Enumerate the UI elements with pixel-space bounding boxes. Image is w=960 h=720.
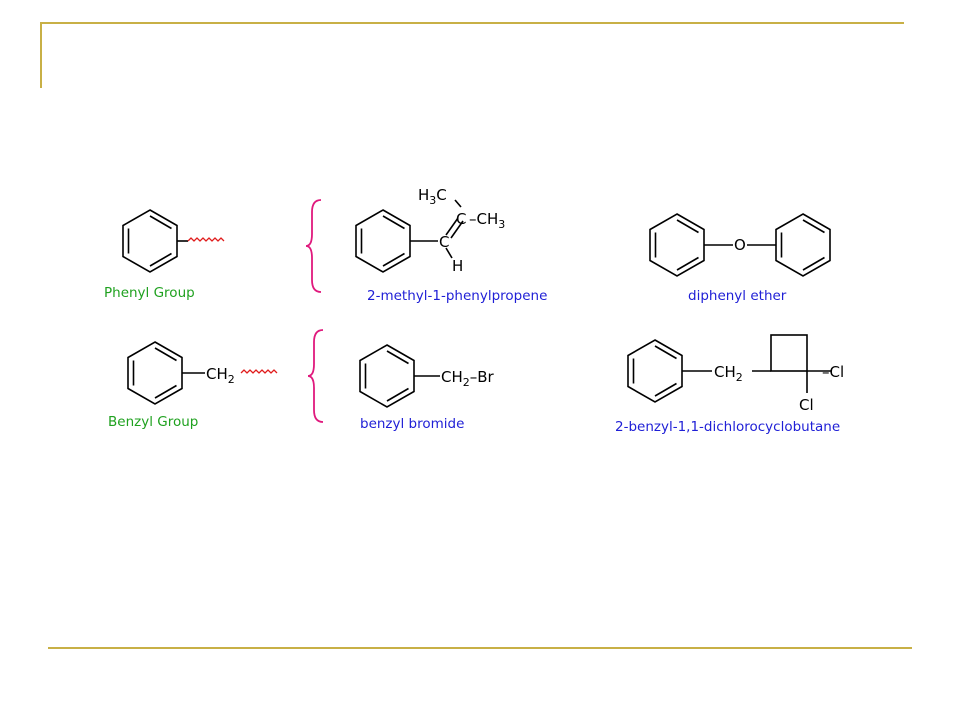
atom-h3c: H3C <box>418 186 447 207</box>
atom-c2: C <box>439 233 449 251</box>
attachment-wavy-bond <box>187 237 225 242</box>
atom-cl-2: Cl <box>799 396 814 414</box>
diphenyl-ether-structure: O diphenyl ether <box>649 213 831 304</box>
benzene-ring <box>122 209 178 273</box>
double-bond-a <box>445 217 459 236</box>
bond <box>445 247 453 259</box>
frame-bottom-line <box>48 647 912 649</box>
atom-o: O <box>734 236 746 254</box>
benzene-ring-left <box>649 213 705 277</box>
frame-left-line <box>40 22 42 88</box>
frame-top-line <box>40 22 904 24</box>
atom-ch2: CH2 <box>206 365 235 386</box>
atom-h: H <box>452 257 463 275</box>
phenyl-group: Phenyl Group <box>104 209 225 301</box>
atom-ch2: CH2–Br <box>441 368 495 389</box>
atom-ch2: CH2 <box>714 363 743 384</box>
benzene-ring <box>627 339 683 403</box>
benzene-ring-right <box>775 213 831 277</box>
benzene-ring <box>359 344 415 408</box>
methylphenylpropene-structure: H3C C –CH3 C H 2-methyl-1-phenylpropene <box>355 186 547 304</box>
bond <box>454 199 462 208</box>
atom-cl-1: –Cl <box>822 363 844 381</box>
atom-ch3: –CH3 <box>469 210 505 231</box>
benzyl-group: CH2 Benzyl Group <box>108 341 278 430</box>
attachment-wavy-bond <box>240 369 278 374</box>
benzyl-dichlorocyclobutane-label: 2-benzyl-1,1-dichlorocyclobutane <box>615 419 840 435</box>
benzyl-dichlorocyclobutane-structure: CH2 –Cl Cl 2-benzyl-1,1-dichlorocyclobut… <box>615 334 844 435</box>
atom-c1: C <box>456 210 466 228</box>
bracket-phenyl <box>305 199 322 293</box>
benzyl-bromide-label: benzyl bromide <box>360 416 464 432</box>
benzene-ring <box>355 209 411 273</box>
phenyl-group-label: Phenyl Group <box>104 285 195 301</box>
cyclobutane-ring <box>770 334 808 372</box>
benzyl-bromide-structure: CH2–Br benzyl bromide <box>359 344 495 432</box>
benzene-ring <box>127 341 183 405</box>
benzyl-group-label: Benzyl Group <box>108 414 198 430</box>
bracket-benzyl <box>307 329 324 423</box>
methylphenylpropene-label: 2-methyl-1-phenylpropene <box>367 288 547 304</box>
double-bond-b <box>450 220 464 239</box>
diphenyl-ether-label: diphenyl ether <box>688 288 787 304</box>
